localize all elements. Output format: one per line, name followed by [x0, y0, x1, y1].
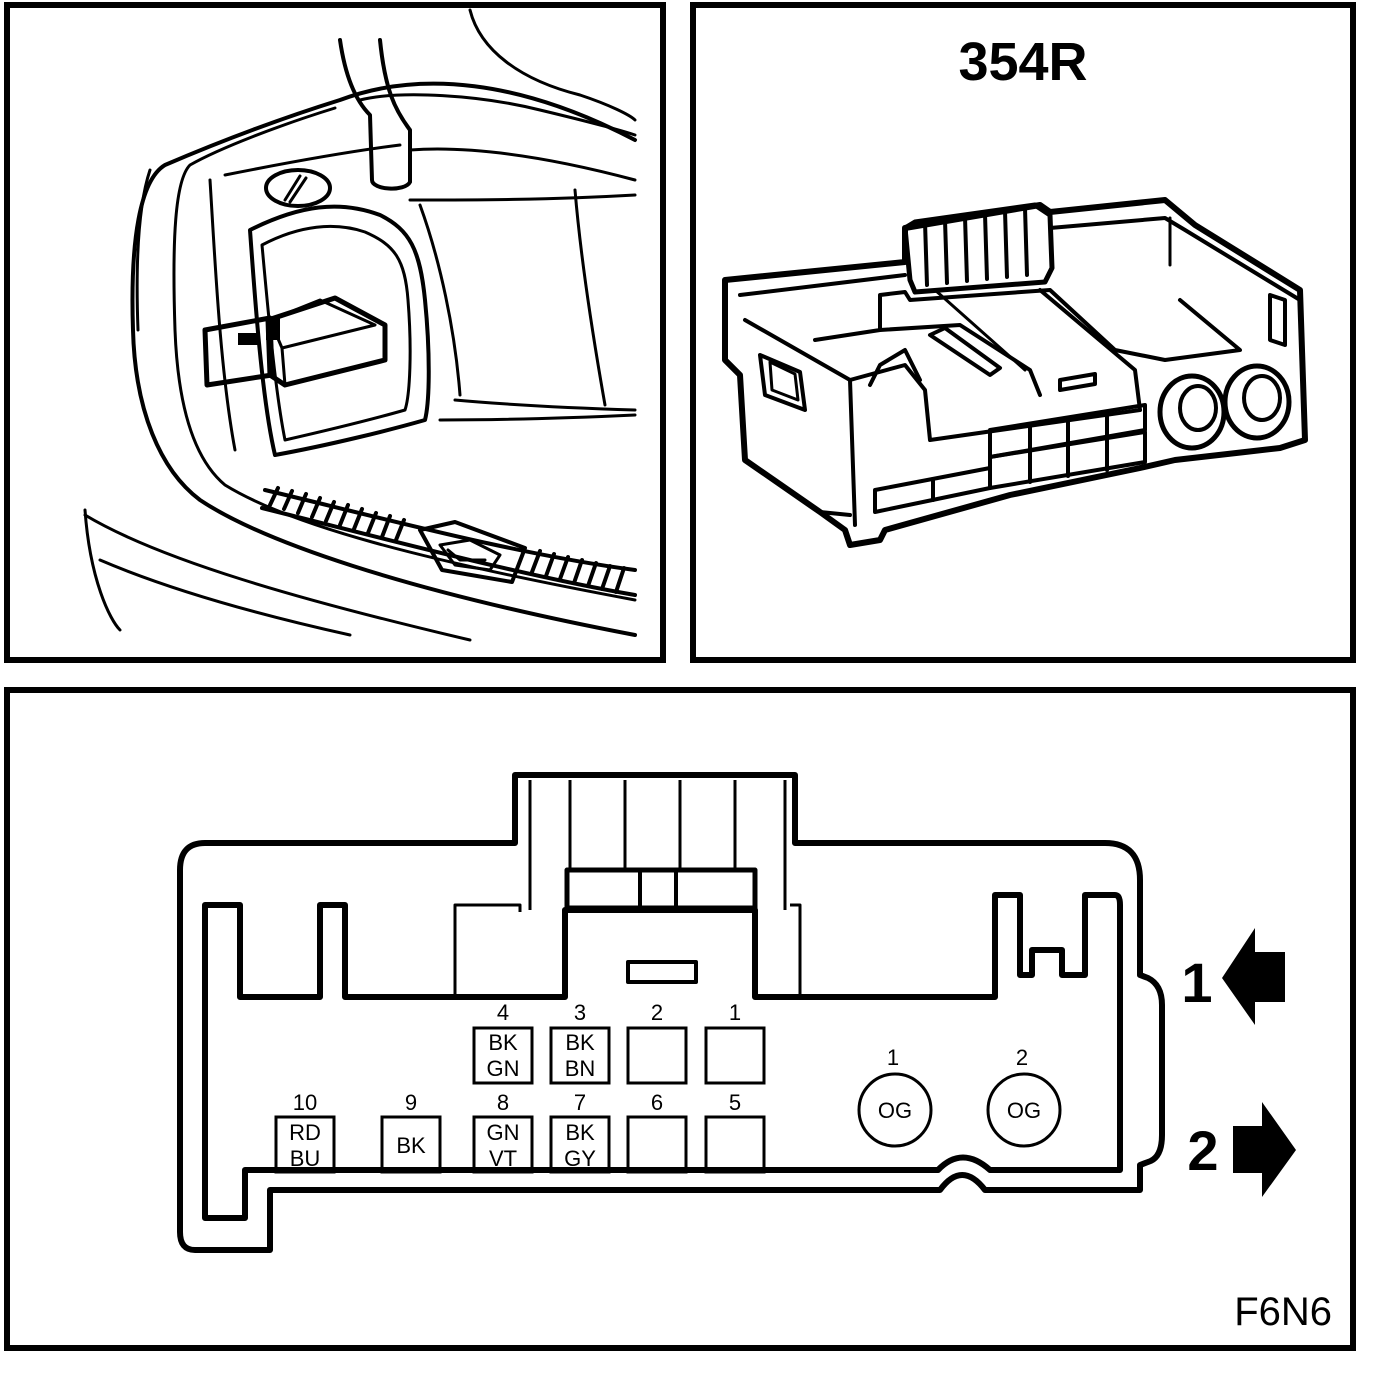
- direction-indicator-1: 1: [1181, 928, 1285, 1025]
- svg-text:5: 5: [729, 1090, 741, 1115]
- connector-3d-drawing: [722, 197, 1308, 548]
- panel-pinout: [4, 687, 1356, 1351]
- pin-cavity-8: 8 GN VT: [472, 1090, 534, 1174]
- svg-text:VT: VT: [489, 1146, 517, 1171]
- arrow-right-icon: [1233, 1102, 1296, 1197]
- svg-text:8: 8: [497, 1090, 509, 1115]
- pin-cavity-1: 1: [704, 1000, 766, 1085]
- pin-cavity-4: 4 BK GN: [472, 1000, 534, 1085]
- svg-text:GN: GN: [487, 1056, 520, 1081]
- svg-text:BK: BK: [565, 1030, 595, 1055]
- pin-cavity-5: 5: [704, 1090, 766, 1174]
- panel-connector-view: [690, 2, 1356, 663]
- svg-text:OG: OG: [1007, 1098, 1041, 1123]
- svg-text:OG: OG: [878, 1098, 912, 1123]
- connector-title: 354R: [958, 32, 1087, 92]
- svg-text:BN: BN: [565, 1056, 596, 1081]
- svg-text:4: 4: [497, 1000, 509, 1025]
- svg-text:1: 1: [1181, 951, 1212, 1014]
- svg-text:2: 2: [1187, 1119, 1218, 1182]
- svg-text:2: 2: [1016, 1045, 1028, 1070]
- connector-face-outline: [177, 772, 1165, 1253]
- pin-cavity-7: 7 BK GY: [549, 1090, 611, 1174]
- svg-text:RD: RD: [289, 1120, 321, 1145]
- svg-text:9: 9: [405, 1090, 417, 1115]
- pin-cavity-9: 9 BK: [380, 1090, 442, 1174]
- svg-text:2: 2: [651, 1000, 663, 1025]
- pin-cavity-2: 2: [626, 1000, 688, 1085]
- svg-text:BU: BU: [290, 1146, 321, 1171]
- pin-cavity-6: 6: [626, 1090, 688, 1174]
- svg-text:1: 1: [887, 1045, 899, 1070]
- coax-cavity-1: 1 OG: [857, 1045, 933, 1148]
- svg-text:BK: BK: [565, 1120, 595, 1145]
- trunk-location-drawing: [83, 8, 637, 642]
- svg-text:6: 6: [651, 1090, 663, 1115]
- svg-text:1: 1: [729, 1000, 741, 1025]
- pin-cavity-3: 3 BK BN: [549, 1000, 611, 1085]
- svg-text:7: 7: [574, 1090, 586, 1115]
- svg-text:BK: BK: [396, 1133, 426, 1158]
- svg-text:3: 3: [574, 1000, 586, 1025]
- direction-indicator-2: 2: [1187, 1102, 1296, 1197]
- svg-text:GY: GY: [564, 1146, 596, 1171]
- pin-cavity-10: 10 RD BU: [274, 1090, 336, 1174]
- svg-text:GN: GN: [487, 1120, 520, 1145]
- figure-code: F6N6: [1234, 1290, 1332, 1334]
- coax-cavity-2: 2 OG: [986, 1045, 1062, 1148]
- svg-text:BK: BK: [488, 1030, 518, 1055]
- panel-location: [4, 2, 666, 663]
- svg-text:10: 10: [293, 1090, 317, 1115]
- arrow-left-icon: [1222, 928, 1285, 1025]
